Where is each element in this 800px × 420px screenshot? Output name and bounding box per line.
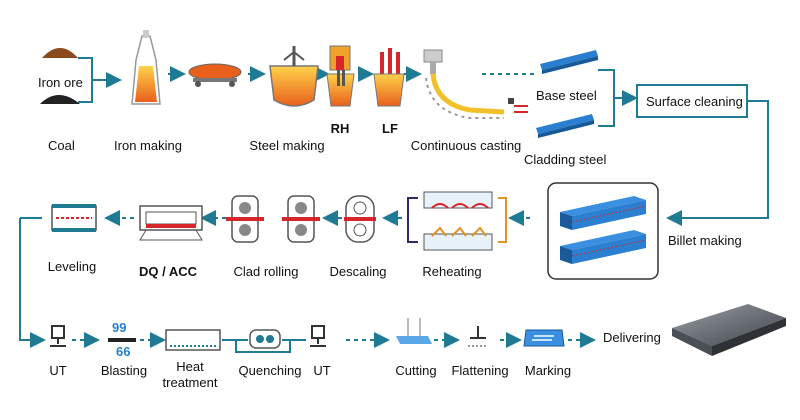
- iron-making-label: Iron making: [114, 138, 182, 153]
- heat-treatment-label-line1: Heat: [176, 359, 204, 374]
- steel-making-label: Steel making: [249, 138, 325, 153]
- blasting-icon: 99 66: [108, 320, 136, 359]
- billet-making-label: Billet making: [668, 233, 742, 248]
- base-steel-plate-icon: [540, 50, 598, 74]
- rh-icon: [326, 45, 355, 107]
- flattening-label: Flattening: [451, 363, 509, 378]
- ut-icon-1: [50, 325, 66, 347]
- converter-icon: [269, 46, 319, 107]
- lf-icon: [373, 48, 405, 107]
- cutting-icon: [396, 318, 432, 344]
- torpedo-car-icon: [188, 63, 242, 87]
- descaling-label: Descaling: [329, 264, 387, 279]
- svg-text:99: 99: [112, 320, 126, 335]
- marking-label: Marking: [524, 363, 572, 378]
- continuous-casting-label: Continuous casting: [410, 138, 522, 153]
- flattening-icon: [468, 326, 488, 347]
- line-cleaning-to-billet: [666, 100, 769, 226]
- bracket-to-cleaning: [598, 69, 634, 127]
- cladding-steel-label: Cladding steel: [524, 152, 607, 167]
- iron-ore-label: Iron ore: [38, 75, 83, 90]
- heat-treatment-furnace-icon: [165, 329, 221, 351]
- ut-1-label: UT: [49, 363, 67, 378]
- dq-acc-icon: [139, 205, 203, 241]
- flow-lines: [19, 57, 769, 353]
- reheating-furnace-icon: [407, 191, 507, 251]
- surface-cleaning-box: [636, 84, 748, 118]
- heat-treatment-label-line2: treatment: [162, 375, 218, 390]
- delivering-label: Delivering: [603, 330, 661, 345]
- coal-label: Coal: [48, 138, 75, 153]
- billet-image: [547, 182, 659, 280]
- bypass-loop: [235, 340, 291, 353]
- blasting-label: Blasting: [100, 363, 148, 378]
- iron-ore-icon: [42, 48, 78, 58]
- lf-label: LF: [382, 121, 398, 136]
- ut-icon-2: [310, 325, 326, 347]
- line-level-to-ut: [19, 217, 42, 340]
- marking-icon: [523, 329, 565, 347]
- leveling-label: Leveling: [47, 259, 97, 274]
- reheating-label: Reheating: [422, 264, 482, 279]
- surface-cleaning-label: Surface cleaning: [646, 94, 743, 109]
- rolling-mill-icon-2: [282, 195, 320, 243]
- delivered-plate-image: [672, 304, 786, 356]
- cutting-label: Cutting: [395, 363, 437, 378]
- svg-text:66: 66: [116, 344, 130, 359]
- dq-acc-label: DQ / ACC: [138, 264, 198, 279]
- quenching-label: Quenching: [238, 363, 302, 378]
- clad-rolling-label: Clad rolling: [233, 264, 299, 279]
- descaler-icon: [344, 195, 376, 243]
- leveler-icon: [51, 204, 97, 232]
- ore-coal-bracket: [78, 57, 118, 103]
- base-steel-label: Base steel: [536, 88, 597, 103]
- caster-icon: [423, 49, 528, 119]
- ut-2-label: UT: [313, 363, 331, 378]
- rh-label: RH: [330, 121, 350, 136]
- blast-furnace-icon: [131, 30, 161, 105]
- quench-icon: [249, 329, 281, 349]
- coal-icon: [40, 95, 80, 104]
- rolling-mill-icon-1: [226, 195, 264, 243]
- cladding-steel-plate-icon: [536, 114, 594, 138]
